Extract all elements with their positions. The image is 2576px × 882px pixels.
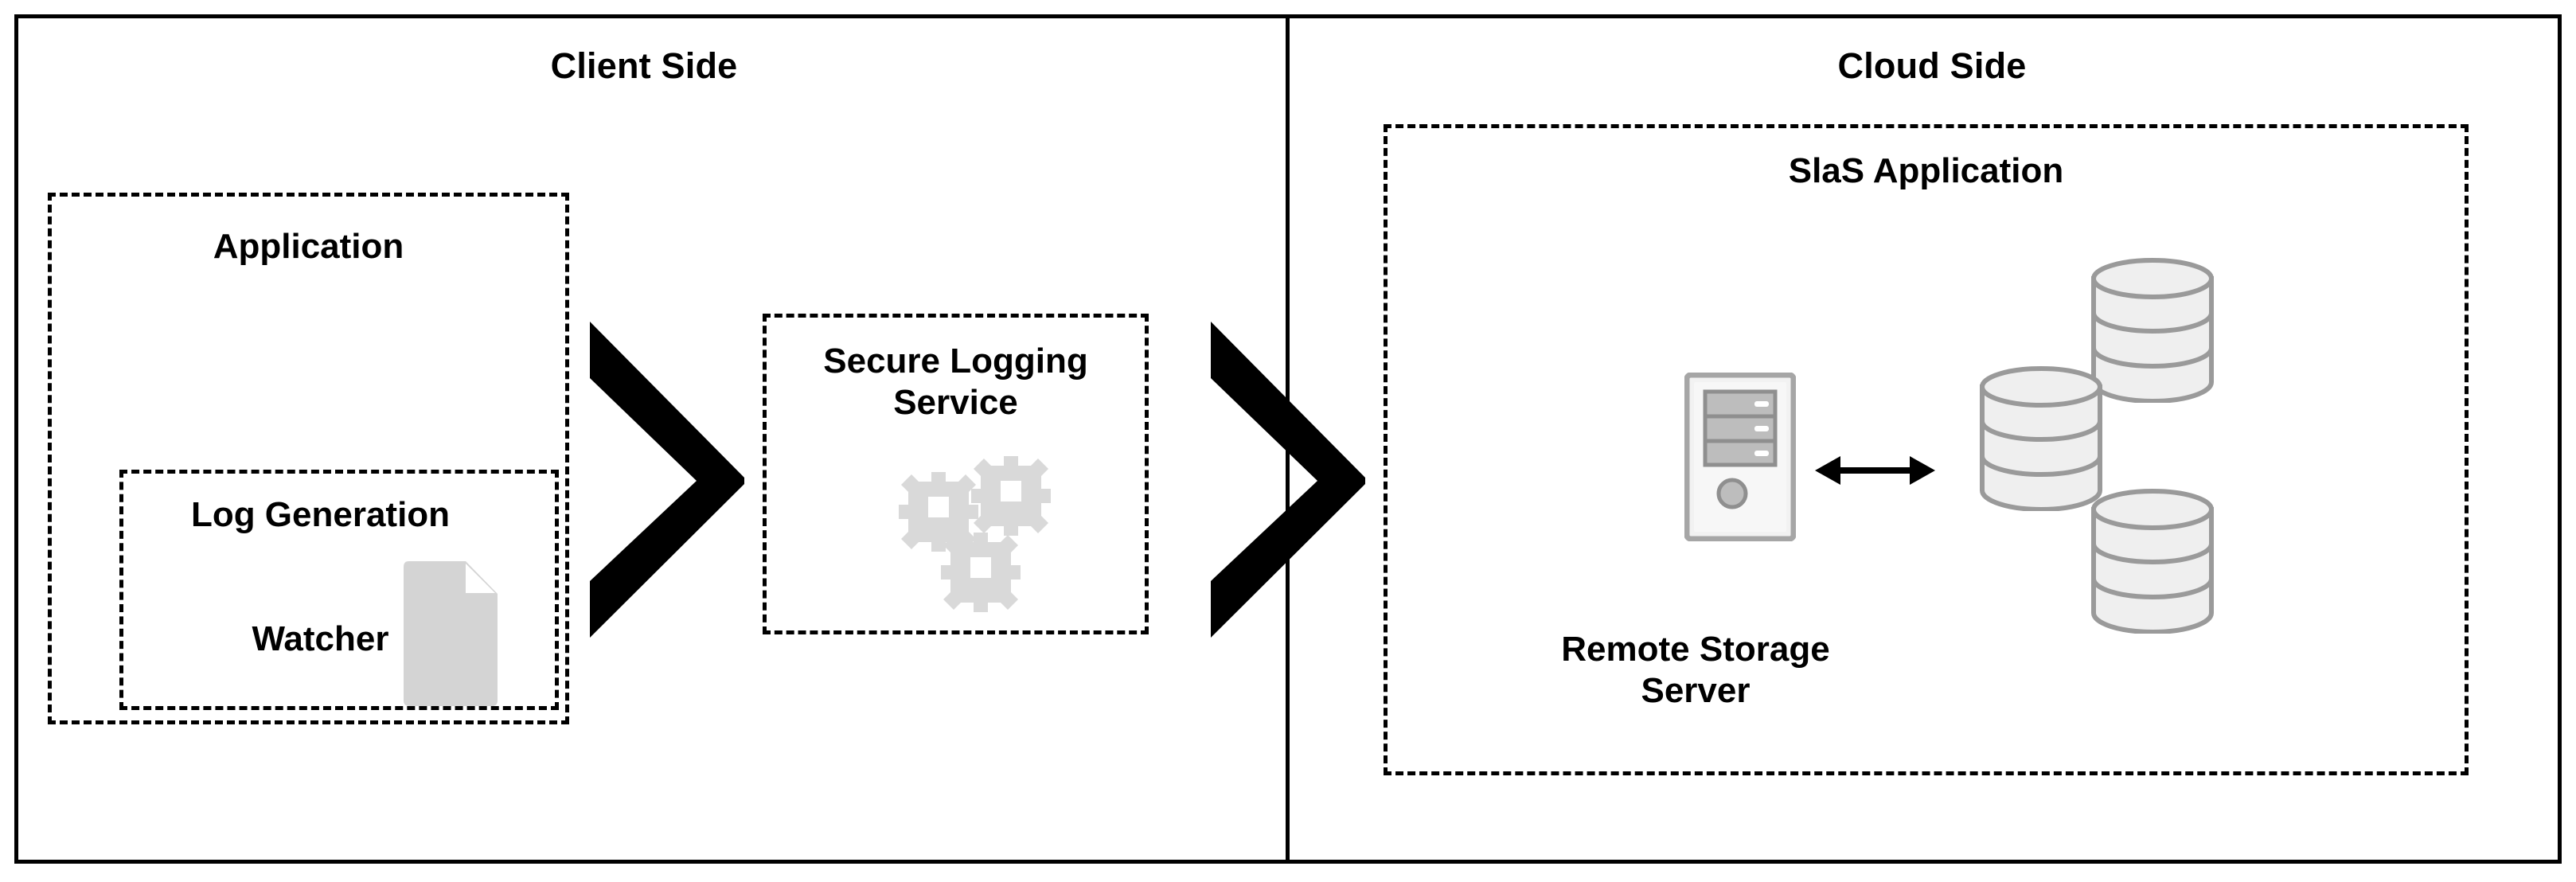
- log-generation-container: [119, 470, 559, 710]
- secure-logging-service-container: [763, 314, 1149, 634]
- application-label: Application: [213, 227, 404, 266]
- secure-logging-service-label: Secure Logging Service: [823, 341, 1088, 422]
- cloud-side-title: Cloud Side: [1837, 45, 2027, 86]
- slas-application-container: [1384, 124, 2469, 775]
- remote-storage-server-label: Remote Storage Server: [1561, 630, 1830, 710]
- database-cylinder-middle: [1980, 366, 2102, 511]
- slas-application-label: SlaS Application: [1788, 151, 2064, 190]
- gears-icon: [899, 456, 1051, 612]
- server-tower-icon: [1684, 373, 1796, 541]
- chevron-right-icon-2: [1211, 322, 1365, 638]
- chevron-right-icon-1: [590, 322, 744, 638]
- database-cylinder-bottom: [2091, 489, 2214, 634]
- bidirectional-arrow-icon: [1815, 456, 1935, 485]
- database-cylinder-top: [2091, 258, 2214, 403]
- client-side-title: Client Side: [550, 45, 738, 86]
- log-generation-label: Log Generation: [190, 495, 451, 534]
- application-container: [48, 193, 569, 724]
- watcher-label: Watcher: [252, 619, 389, 658]
- document-icon: [404, 561, 498, 706]
